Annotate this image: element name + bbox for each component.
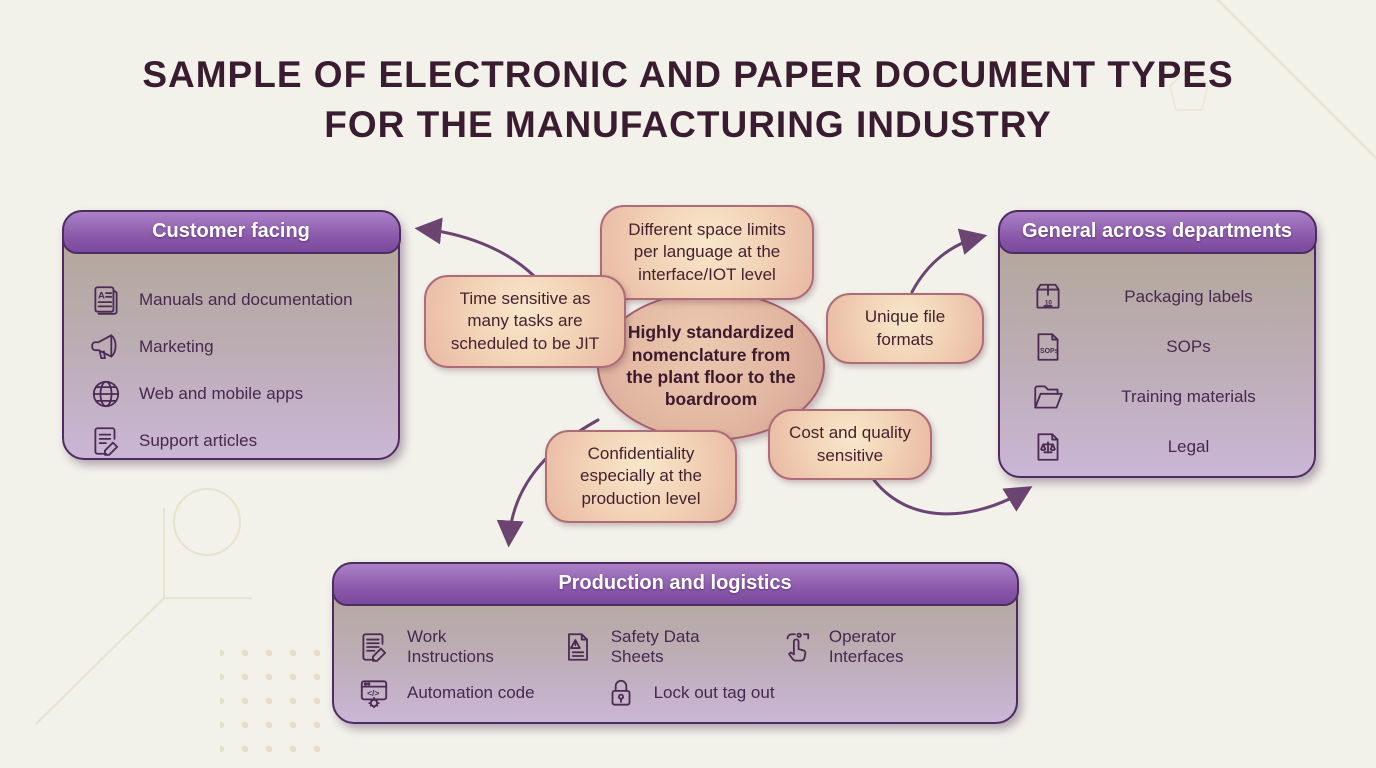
arrow-to-general-departments xyxy=(910,228,988,294)
list-item-label: Marketing xyxy=(139,336,214,356)
article-pencil-icon xyxy=(88,423,124,459)
list-item-web-apps: Web and mobile apps xyxy=(88,370,398,417)
svg-text:A: A xyxy=(98,290,105,301)
production-logistics-header: Production and logistics xyxy=(331,561,1019,606)
center-ellipse-text: Highly standardized nomenclature from th… xyxy=(626,322,796,410)
customer-facing-title: Customer facing xyxy=(152,220,310,242)
callout-unique-file-formats: Unique file formats xyxy=(826,293,984,364)
callout-space-limits-text: Different space limits per language at t… xyxy=(628,220,786,284)
callout-time-sensitive-text: Time sensitive as many tasks are schedul… xyxy=(450,289,600,353)
list-item-sops: SOPs SOPs xyxy=(1030,322,1296,372)
list-item-label: Manuals and documentation xyxy=(139,289,353,309)
list-item-label: Web and mobile apps xyxy=(139,383,304,403)
list-item-operator-interfaces: Operator Interfaces xyxy=(778,627,962,667)
list-item-legal: Legal xyxy=(1030,422,1296,472)
list-item-support-articles: Support articles xyxy=(88,417,398,464)
list-item-training-materials: Training materials xyxy=(1030,372,1296,422)
callout-confidentiality-text: Confidentiality especially at the produc… xyxy=(580,444,702,508)
svg-text:10: 10 xyxy=(1045,299,1053,306)
list-item-marketing: Marketing xyxy=(88,323,398,370)
page-title: SAMPLE OF ELECTRONIC AND PAPER DOCUMENT … xyxy=(142,54,1234,145)
list-item-label: SOPs xyxy=(1166,337,1211,356)
legal-scales-icon xyxy=(1030,429,1066,465)
callout-confidentiality: Confidentiality especially at the produc… xyxy=(545,430,737,523)
customer-facing-panel: Customer facing A Manuals and documentat… xyxy=(61,209,401,460)
list-item-lock-out-tag-out: Lock out tag out xyxy=(603,675,775,711)
globe-icon xyxy=(88,376,124,412)
production-logistics-title: Production and logistics xyxy=(558,572,792,594)
general-departments-list: 10 Packaging labels SOPs SOPs Training m… xyxy=(1000,212,1314,472)
svg-text:SOPs: SOPs xyxy=(1040,348,1059,355)
list-item-manuals: A Manuals and documentation xyxy=(88,276,398,323)
production-logistics-panel: Production and logistics Work Instructio… xyxy=(331,561,1019,724)
arrow-cost-to-general xyxy=(872,478,1033,516)
list-item-label: Work Instructions xyxy=(407,627,494,666)
folder-icon xyxy=(1030,379,1066,415)
production-row-1: Work Instructions Safety Data Sheets Ope… xyxy=(356,624,996,670)
callout-cost-quality: Cost and quality sensitive xyxy=(768,409,932,480)
list-item-label: Training materials xyxy=(1121,387,1256,406)
work-instructions-icon xyxy=(356,629,392,665)
general-departments-panel: General across departments 10 Packaging … xyxy=(997,209,1317,478)
operator-hand-icon xyxy=(778,629,814,665)
list-item-label: Lock out tag out xyxy=(653,683,775,702)
package-box-icon: 10 xyxy=(1030,279,1066,315)
list-item-label: Safety Data Sheets xyxy=(610,627,700,666)
sops-file-icon: SOPs xyxy=(1030,329,1066,365)
svg-text:</>: </> xyxy=(367,688,379,698)
list-item-label: Operator Interfaces xyxy=(828,627,904,666)
callout-unique-file-formats-text: Unique file formats xyxy=(864,307,946,349)
customer-facing-list: A Manuals and documentation Marketing We… xyxy=(64,212,398,464)
callout-cost-quality-text: Cost and quality sensitive xyxy=(789,423,911,465)
list-item-label: Packaging labels xyxy=(1124,287,1253,306)
automation-code-icon: </> xyxy=(356,675,392,711)
customer-facing-header: Customer facing xyxy=(61,209,401,254)
general-departments-header: General across departments xyxy=(997,209,1317,254)
list-item-label: Support articles xyxy=(139,430,258,450)
megaphone-icon xyxy=(88,329,124,365)
list-item-label: Legal xyxy=(1167,437,1210,456)
list-item-label: Automation code xyxy=(407,683,535,702)
padlock-icon xyxy=(603,675,639,711)
safety-sheet-icon xyxy=(560,629,596,665)
list-item-safety-data-sheets: Safety Data Sheets xyxy=(560,627,744,667)
general-departments-title: General across departments xyxy=(1021,220,1293,242)
production-logistics-list: Work Instructions Safety Data Sheets Ope… xyxy=(334,564,1016,716)
arrow-to-customer-facing xyxy=(414,217,536,278)
manual-document-icon: A xyxy=(88,282,124,318)
list-item-automation-code: </> Automation code xyxy=(356,675,535,711)
list-item-work-instructions: Work Instructions xyxy=(356,627,526,667)
callout-time-sensitive: Time sensitive as many tasks are schedul… xyxy=(424,275,626,368)
callout-space-limits: Different space limits per language at t… xyxy=(600,205,814,300)
center-ellipse: Highly standardized nomenclature from th… xyxy=(597,291,825,441)
list-item-packaging-labels: 10 Packaging labels xyxy=(1030,272,1296,322)
production-row-2: </> Automation code Lock out tag out xyxy=(356,670,996,716)
